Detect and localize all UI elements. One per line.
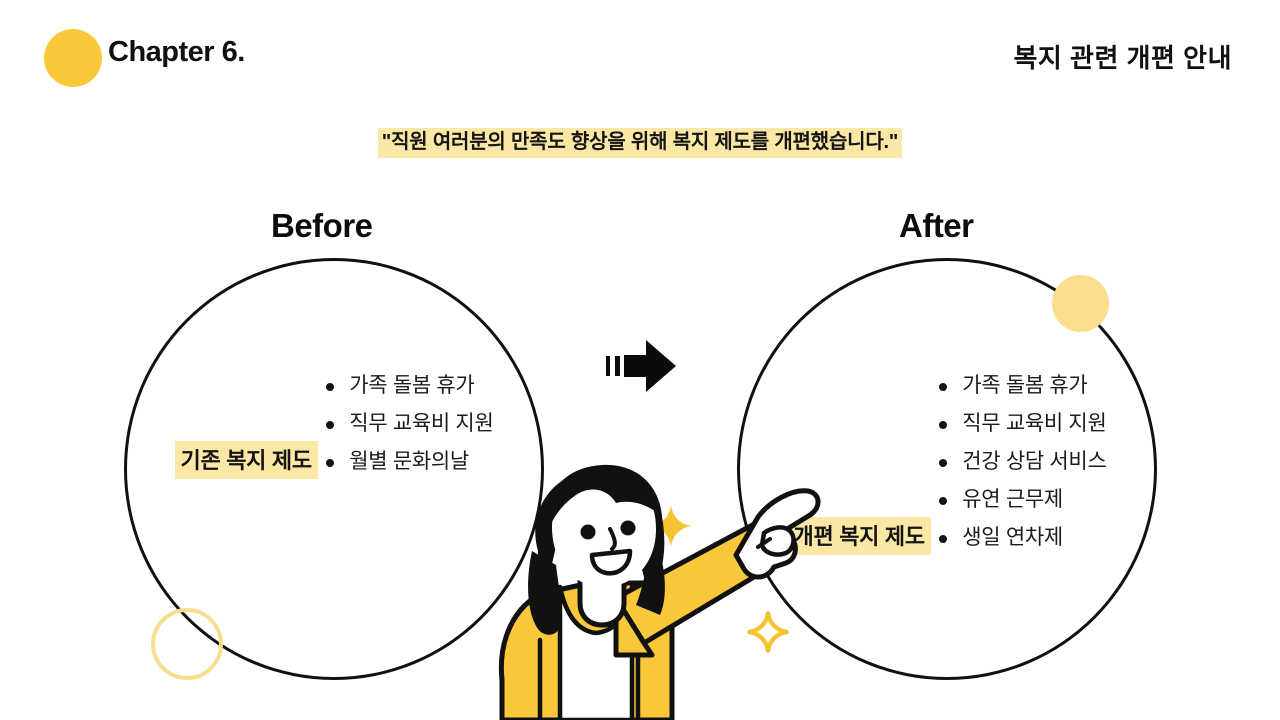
sparkle-filled-icon — [650, 505, 692, 547]
list-item: 직무 교육비 지원 — [935, 405, 1107, 443]
after-panel-title: 개편 복지 제도 — [787, 517, 931, 555]
list-item: 월별 문화의날 — [322, 443, 493, 481]
ring-decoration-icon — [151, 608, 223, 680]
pointing-woman-illustration — [498, 464, 821, 720]
after-circle-outline — [737, 258, 1157, 680]
eye-left — [580, 524, 596, 540]
after-benefit-list: 가족 돌봄 휴가 직무 교육비 지원 건강 상담 서비스 유연 근무제 생일 연… — [935, 367, 1107, 557]
before-heading: Before — [271, 207, 373, 244]
quote-text: "직원 여러분의 만족도 향상을 위해 복지 제도를 개편했습니다." — [377, 128, 903, 158]
sparkle-outline-icon — [747, 611, 789, 653]
list-item: 생일 연차제 — [935, 519, 1106, 557]
before-panel: 기존 복지 제도 가족 돌봄 휴가 직무 교육비 지원 월별 문화의날 — [124, 345, 544, 481]
page-title: 복지 관련 개편 안내 — [1013, 43, 1232, 73]
after-heading: After — [899, 207, 974, 244]
hair-strand-left — [528, 551, 562, 635]
yellow-dot-decoration-icon — [1052, 275, 1109, 332]
right-arrow-icon — [606, 340, 676, 392]
list-item: 직무 교육비 지원 — [322, 405, 494, 443]
before-circle-outline — [124, 258, 544, 680]
chapter-label: Chapter 6. — [108, 36, 245, 68]
nose — [608, 527, 617, 551]
chapter-dot-icon — [44, 29, 102, 87]
hair-strand-right — [636, 541, 665, 615]
quote-banner: "직원 여러분의 만족도 향상을 위해 복지 제도를 개편했습니다." — [0, 128, 1280, 158]
after-panel: 개편 복지 제도 가족 돌봄 휴가 직무 교육비 지원 건강 상담 서비스 유연… — [737, 345, 1157, 557]
list-item: 가족 돌봄 휴가 — [322, 367, 493, 405]
list-item: 가족 돌봄 휴가 — [935, 367, 1106, 405]
before-panel-title: 기존 복지 제도 — [174, 441, 318, 479]
eye-right — [620, 520, 636, 536]
hair-fringe — [546, 464, 662, 531]
mouth — [589, 548, 633, 576]
before-benefit-list: 가족 돌봄 휴가 직무 교육비 지원 월별 문화의날 — [322, 367, 494, 481]
list-item: 유연 근무제 — [935, 481, 1106, 519]
list-item: 건강 상담 서비스 — [935, 443, 1107, 481]
